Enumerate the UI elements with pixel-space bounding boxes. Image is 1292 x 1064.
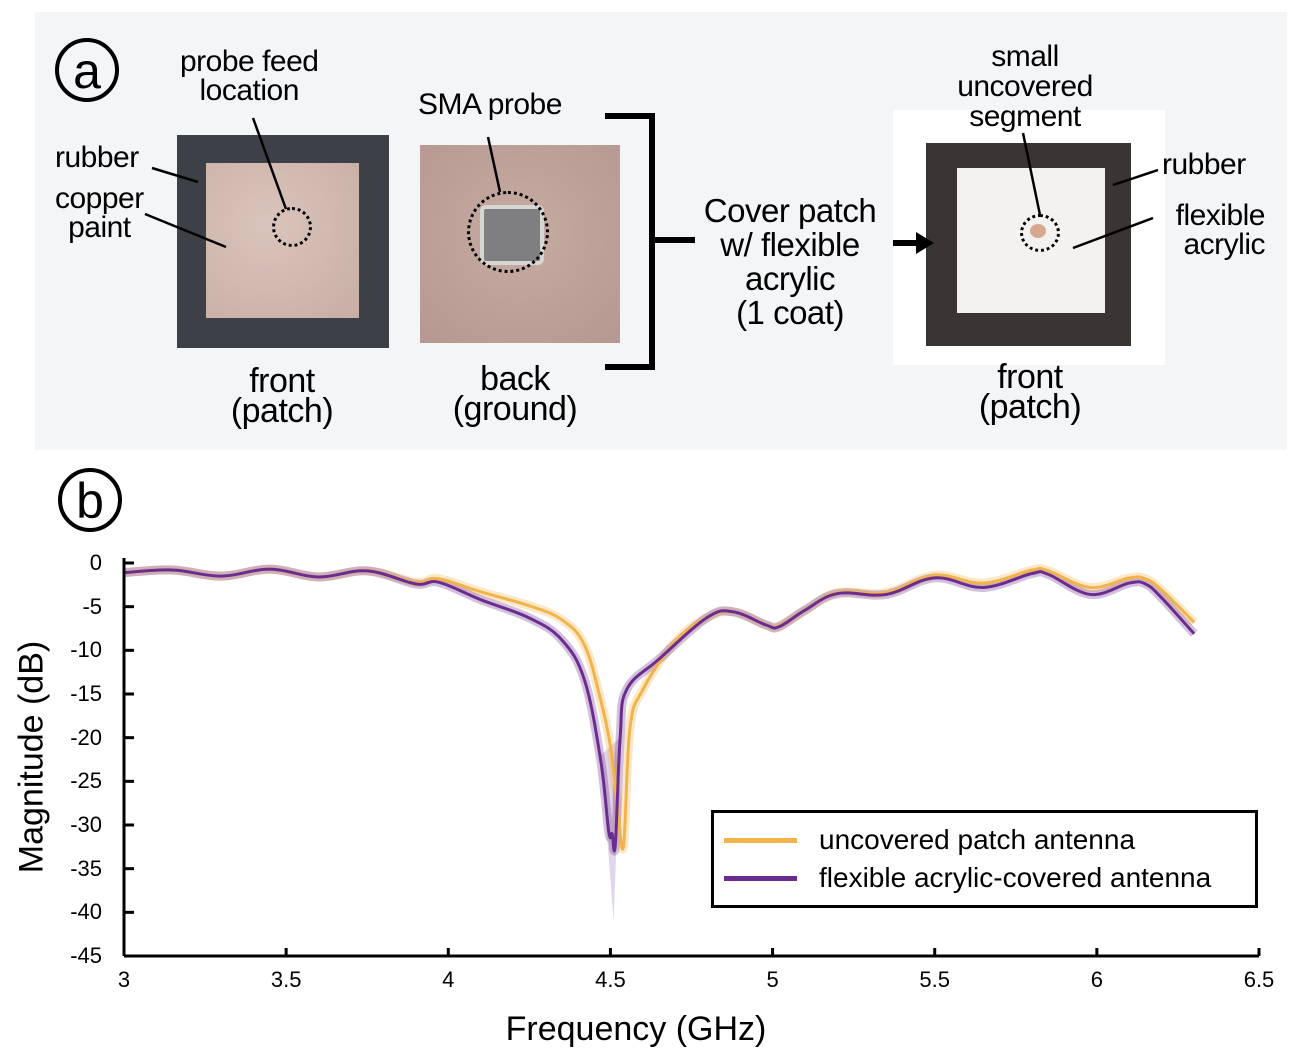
rubber-label-right: rubber [1162,148,1246,181]
chart-legend: uncovered patch antenna flexible acrylic… [711,810,1258,908]
front-caption-left: front(patch) [230,362,334,430]
x-tick-label: 5 [766,967,779,992]
series-band-0 [123,563,1198,854]
x-axis-title-text: Frequency (GHz) [505,1010,767,1048]
x-axis-title: Frequency (GHz) [0,1010,1272,1049]
rubber-label-left: rubber [55,141,139,174]
legend-label-uncovered: uncovered patch antenna [819,824,1136,855]
front-caption-right: front(patch) [978,358,1082,426]
legend-swatch-covered [724,875,797,881]
x-tick-label: 3 [117,967,131,992]
legend-item-covered: flexible acrylic-covered antenna [714,860,1211,896]
uncovered-segment-marker [1020,214,1060,252]
y-tick-label: 0 [89,550,102,575]
y-tick-label: -30 [70,812,102,837]
legend-label-covered: flexible acrylic-covered antenna [819,862,1212,893]
legend-swatch-uncovered [724,837,797,843]
x-tick-label: 6 [1090,967,1103,992]
y-axis-title-text: Magnitude (dB) [12,640,51,874]
x-tick-label: 6.5 [1243,967,1275,992]
y-tick-label: -10 [70,637,102,663]
y-tick-label: -20 [70,724,102,750]
x-tick-label: 4 [442,967,455,992]
sma-probe-marker [467,191,549,273]
y-tick-label: -5 [82,593,102,619]
series-band-1 [123,564,1198,856]
y-tick-label: -40 [70,899,102,925]
y-tick-label: -35 [70,855,102,881]
legend-item-uncovered: uncovered patch antenna [714,822,1135,858]
y-tick-label: -15 [70,681,102,706]
sma-probe-label: SMA probe [418,88,562,121]
back-caption: back(ground) [452,360,578,428]
y-tick-label: -25 [70,768,102,794]
x-tick-label: 3.5 [270,967,302,992]
probe-feed-marker [272,207,312,247]
series-line-1 [123,567,1196,853]
panel-b-label: b [58,468,122,532]
x-tick-label: 4.5 [595,967,626,992]
x-tick-label: 5.5 [919,967,950,992]
y-tick-label: -45 [70,943,102,968]
series-line-0 [123,566,1196,851]
panel-a-label: a [55,38,119,102]
